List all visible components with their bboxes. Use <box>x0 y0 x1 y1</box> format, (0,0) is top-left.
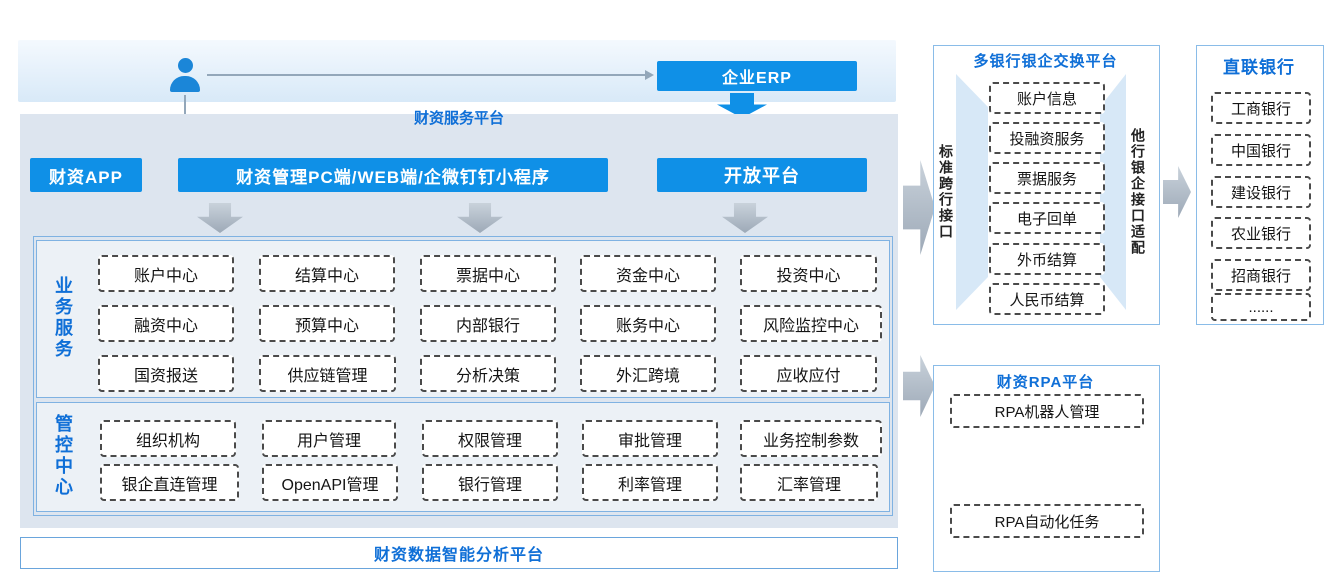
bank-item: 招商银行 <box>1211 259 1311 291</box>
control-item: 权限管理 <box>422 420 558 457</box>
business-section-label: 业务服务 <box>53 276 73 360</box>
connector-line <box>207 74 645 76</box>
exchange-item: 票据服务 <box>989 162 1105 194</box>
bank-item: 中国银行 <box>1211 134 1311 166</box>
control-item: 审批管理 <box>582 420 718 457</box>
node-open-platform: 开放平台 <box>657 158 867 192</box>
analytics-platform-bar: 财资数据智能分析平台 <box>20 537 898 569</box>
business-item: 外汇跨境 <box>580 355 716 392</box>
control-item: 银行管理 <box>422 464 558 501</box>
business-item: 结算中心 <box>259 255 395 292</box>
control-section-label: 管控中心 <box>53 414 73 498</box>
bank-item: 工商银行 <box>1211 92 1311 124</box>
business-item: 账务中心 <box>580 305 716 342</box>
service-platform-label: 财资服务平台 <box>413 110 504 127</box>
business-item: 资金中心 <box>580 255 716 292</box>
banks-panel-title: 直联银行 <box>1223 58 1295 77</box>
exchange-item: 账户信息 <box>989 82 1105 114</box>
business-item: 预算中心 <box>259 305 395 342</box>
exchange-item: 外币结算 <box>989 243 1105 275</box>
business-item: 账户中心 <box>98 255 234 292</box>
bank-item: 建设银行 <box>1211 176 1311 208</box>
business-item: 票据中心 <box>420 255 556 292</box>
business-item: 内部银行 <box>420 305 556 342</box>
business-item: 国资报送 <box>98 355 234 392</box>
bank-item: 农业银行 <box>1211 217 1311 249</box>
control-item: 业务控制参数 <box>740 420 882 457</box>
funnel-shape-left <box>956 74 988 310</box>
business-item: 融资中心 <box>98 305 234 342</box>
rpa-item: RPA机器人管理 <box>950 394 1144 428</box>
node-pc-web-miniapp: 财资管理PC端/WEB端/企微钉钉小程序 <box>178 158 608 192</box>
exchange-panel-title: 多银行银企交换平台 <box>973 53 1118 70</box>
bank-item: ...... <box>1211 293 1311 321</box>
exchange-item: 人民币结算 <box>989 283 1105 315</box>
center-outer-box <box>33 236 893 516</box>
node-erp: 企业ERP <box>657 61 857 91</box>
control-item: 用户管理 <box>262 420 396 457</box>
arrowhead-right-icon <box>645 70 654 80</box>
control-item: 汇率管理 <box>740 464 878 501</box>
exchange-item: 电子回单 <box>989 202 1105 234</box>
right-arrow-icon <box>903 160 935 255</box>
business-item: 应收应付 <box>740 355 877 392</box>
business-item: 投资中心 <box>740 255 877 292</box>
rpa-item: RPA自动化任务 <box>950 504 1144 538</box>
business-item: 供应链管理 <box>259 355 396 392</box>
exchange-item: 投融资服务 <box>989 122 1105 154</box>
control-item: OpenAPI管理 <box>262 464 398 501</box>
other-bank-adapter-label: 他行银企接口适配 <box>1130 128 1146 256</box>
control-item: 利率管理 <box>582 464 718 501</box>
standard-interface-label: 标准跨行接口 <box>938 144 954 240</box>
control-item: 银企直连管理 <box>100 464 239 501</box>
business-item: 风险监控中心 <box>740 305 882 342</box>
right-arrow-icon <box>1163 166 1191 218</box>
business-item: 分析决策 <box>420 355 556 392</box>
right-arrow-icon <box>903 355 935 417</box>
node-treasury-app: 财资APP <box>30 158 142 192</box>
control-item: 组织机构 <box>100 420 236 457</box>
rpa-panel-title: 财资RPA平台 <box>996 374 1095 391</box>
